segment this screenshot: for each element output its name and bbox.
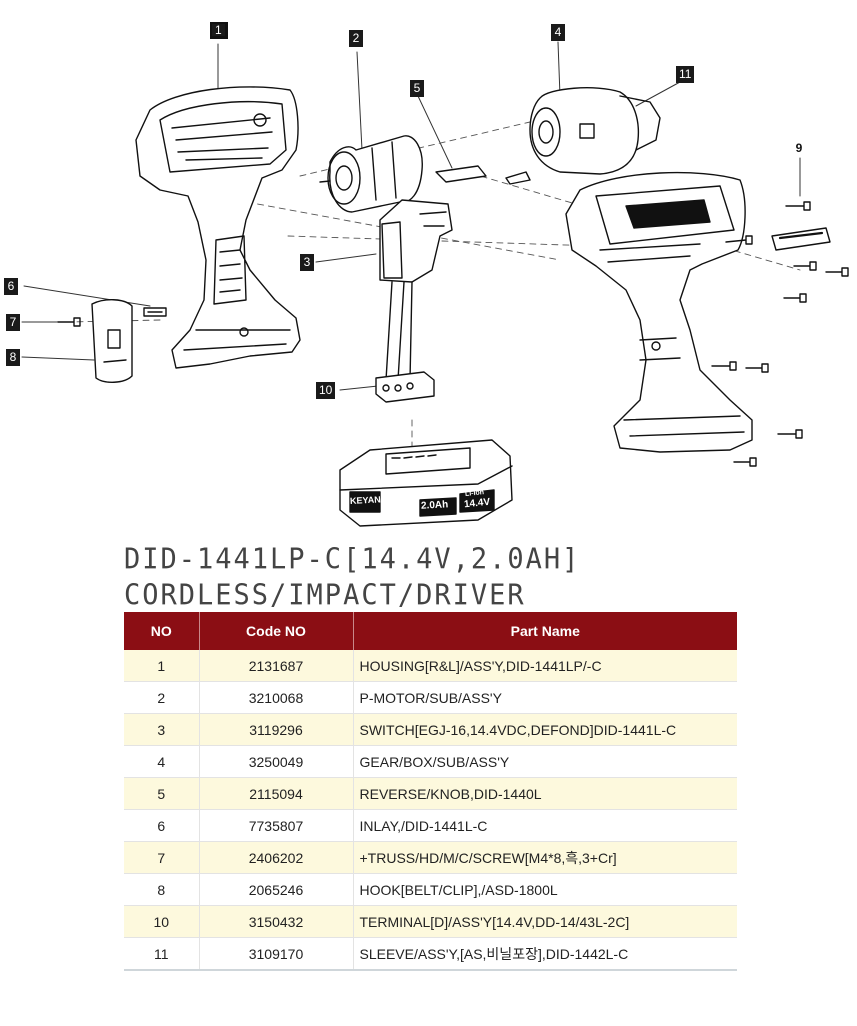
cell-code: 2115094	[199, 777, 354, 810]
cell-part-name: HOUSING[R&L]/ASS'Y,DID-1441LP/-C	[353, 650, 737, 682]
table-row: 4 3250049 GEAR/BOX/SUB/ASS'Y	[124, 745, 737, 778]
cell-no: 1	[124, 650, 200, 682]
switch-drawing	[379, 199, 453, 381]
parts-table: NO Code NO Part Name 1 2131687 HOUSING[R…	[124, 612, 737, 970]
table-row: 10 3150432 TERMINAL[D]/ASS'Y[14.4V,DD-14…	[124, 905, 737, 938]
cell-no: 10	[124, 905, 200, 938]
screws-drawing	[57, 201, 849, 467]
diagram-drawing	[21, 41, 849, 527]
product-title: CORDLESS/IMPACT/DRIVER	[124, 579, 526, 612]
cell-no: 6	[124, 809, 200, 842]
table-bottom-border	[124, 969, 737, 971]
callout-5: 5	[410, 80, 424, 97]
table-row: 2 3210068 P-MOTOR/SUB/ASS'Y	[124, 681, 737, 714]
cell-code: 2065246	[199, 873, 354, 906]
callout-1: 1	[210, 22, 228, 39]
leader-lines	[21, 41, 801, 391]
table-row: 11 3109170 SLEEVE/ASS'Y,[AS,비닐포장],DID-14…	[124, 937, 737, 970]
assembled-housing-drawing	[565, 171, 831, 453]
cell-code: 3119296	[199, 713, 354, 746]
motor-drawing	[319, 135, 423, 213]
cell-part-name: INLAY,/DID-1441L-C	[353, 809, 737, 842]
callout-11: 11	[676, 66, 695, 83]
cell-part-name: +TRUSS/HD/M/C/SCREW[M4*8,흑,3+Cr]	[353, 841, 737, 874]
cell-code: 3250049	[199, 745, 354, 778]
housing-half-drawing	[135, 86, 301, 369]
cell-part-name: TERMINAL[D]/ASS'Y[14.4V,DD-14/43L-2C]	[353, 905, 737, 938]
cell-code: 2406202	[199, 841, 354, 874]
header-part-name: Part Name	[353, 612, 737, 650]
callout-9: 9	[795, 141, 803, 155]
exploded-parts-diagram: 1 2 3 4 5 6 7 8 9 10 11 KEYANG 2.0Ah Li-…	[4, 22, 849, 527]
table-row: 3 3119296 SWITCH[EGJ-16,14.4VDC,DEFOND]D…	[124, 713, 737, 746]
cell-no: 5	[124, 777, 200, 810]
callout-10: 10	[316, 382, 336, 399]
model-title: DID-1441LP-C[14.4V,2.0AH]	[124, 543, 581, 576]
gearbox-drawing	[529, 87, 661, 175]
cell-no: 4	[124, 745, 200, 778]
cell-no: 7	[124, 841, 200, 874]
table-row: 7 2406202 +TRUSS/HD/M/C/SCREW[M4*8,흑,3+C…	[124, 841, 737, 874]
table-row: 8 2065246 HOOK[BELT/CLIP],/ASD-1800L	[124, 873, 737, 906]
cell-part-name: REVERSE/KNOB,DID-1440L	[353, 777, 737, 810]
cell-part-name: HOOK[BELT/CLIP],/ASD-1800L	[353, 873, 737, 906]
cell-code: 3150432	[199, 905, 354, 938]
table-row: 6 7735807 INLAY,/DID-1441L-C	[124, 809, 737, 842]
battery-brand: KEYANG	[349, 494, 388, 506]
header-code: Code NO	[199, 612, 354, 650]
terminal-drawing	[375, 371, 435, 403]
callout-3: 3	[300, 254, 314, 271]
callout-2: 2	[349, 30, 363, 47]
cell-no: 2	[124, 681, 200, 714]
battery-drawing	[339, 439, 513, 527]
battery-capacity: 2.0Ah	[420, 499, 449, 512]
cell-part-name: P-MOTOR/SUB/ASS'Y	[353, 681, 737, 714]
cell-code: 7735807	[199, 809, 354, 842]
cell-code: 3210068	[199, 681, 354, 714]
header-no: NO	[124, 612, 200, 650]
belt-hook-drawing	[91, 299, 167, 383]
callout-6: 6	[4, 278, 18, 295]
cell-part-name: GEAR/BOX/SUB/ASS'Y	[353, 745, 737, 778]
callout-8: 8	[6, 349, 20, 366]
table-header-row: NO Code NO Part Name	[124, 612, 737, 650]
callout-4: 4	[551, 24, 565, 41]
table-row: 1 2131687 HOUSING[R&L]/ASS'Y,DID-1441LP/…	[124, 650, 737, 682]
callout-7: 7	[6, 314, 20, 331]
cell-no: 11	[124, 937, 200, 970]
cell-code: 3109170	[199, 937, 354, 970]
cell-code: 2131687	[199, 650, 354, 682]
reverse-knob-drawing	[435, 165, 531, 185]
cell-no: 8	[124, 873, 200, 906]
cell-part-name: SWITCH[EGJ-16,14.4VDC,DEFOND]DID-1441L-C	[353, 713, 737, 746]
cell-part-name: SLEEVE/ASS'Y,[AS,비닐포장],DID-1442L-C	[353, 937, 737, 970]
table-row: 5 2115094 REVERSE/KNOB,DID-1440L	[124, 777, 737, 810]
cell-no: 3	[124, 713, 200, 746]
